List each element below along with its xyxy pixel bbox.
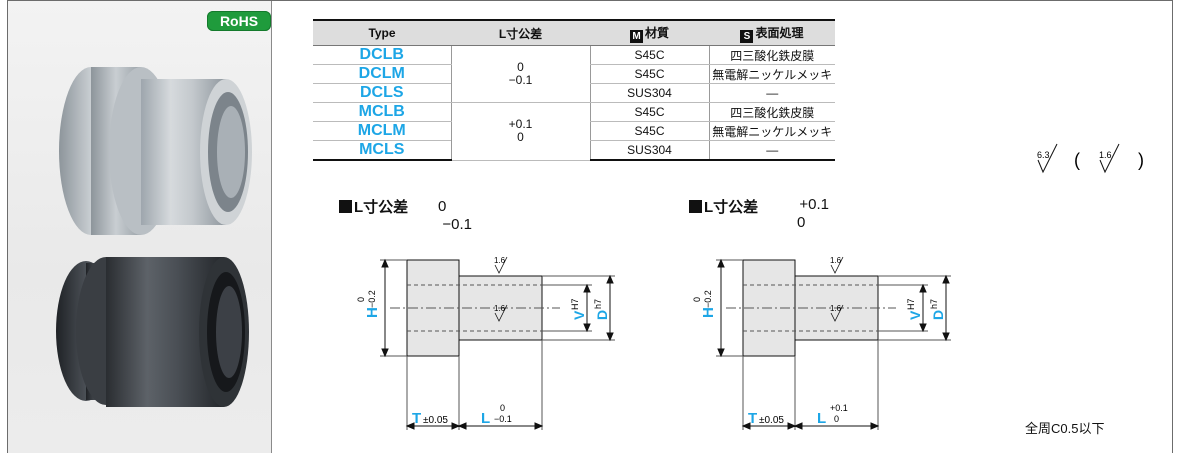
- general-roughness: 6.3: [1037, 150, 1050, 160]
- table-row: MCLS SUS304 —: [313, 140, 835, 161]
- type-cell: MCLM: [313, 121, 451, 141]
- header-tolerance: L寸公差: [451, 19, 590, 46]
- roughness-label: 1.6: [494, 256, 506, 265]
- material-icon: M: [629, 29, 643, 43]
- material-cell: S45C: [589, 121, 709, 141]
- v-fit: H7: [570, 298, 580, 310]
- h-upper: 0: [356, 297, 366, 302]
- table-row: DCLM S45C 無電解ニッケルメッキ: [313, 64, 835, 84]
- tolerance-cell: 0−0.1: [450, 45, 590, 103]
- surface-cell: 四三酸化鉄皮膜: [708, 45, 835, 65]
- product-photo: [56, 67, 252, 407]
- d-label: D: [594, 310, 610, 320]
- v-fit: H7: [906, 298, 916, 310]
- drawing-2: 1.6 1.6 H 0 −0.2 V H7 D h7 T ±0.05 L +0.…: [692, 256, 951, 430]
- product-photo-panel: RoHS: [8, 1, 272, 453]
- l-upper: +0.1: [830, 403, 848, 413]
- material-cell: S45C: [589, 64, 709, 84]
- material-cell: S45C: [589, 102, 709, 122]
- surface-cell: 四三酸化鉄皮膜: [708, 102, 835, 122]
- paren-close: ): [1138, 150, 1144, 170]
- t-label: T: [412, 410, 421, 427]
- d-fit: h7: [929, 299, 939, 309]
- surface-cell: —: [708, 140, 835, 161]
- h-label: H: [700, 307, 717, 318]
- material-cell: SUS304: [589, 140, 709, 161]
- h-lower: −0.2: [367, 290, 377, 308]
- dark-bushing: [56, 257, 249, 407]
- h-upper: 0: [692, 297, 702, 302]
- type-cell: DCLS: [313, 83, 451, 103]
- table-row: MCLM S45C 無電解ニッケルメッキ: [313, 121, 835, 141]
- square-bullet-icon: [339, 200, 352, 213]
- page-frame: [7, 0, 1173, 453]
- type-cell: MCLS: [313, 140, 451, 161]
- roughness-label: 1.6: [830, 256, 842, 265]
- rohs-badge: RoHS: [207, 11, 271, 31]
- table-row: DCLB 0−0.1 S45C 四三酸化鉄皮膜: [313, 45, 835, 103]
- section-heading-2: L寸公差: [689, 196, 758, 217]
- surface-cell: 無電解ニッケルメッキ: [708, 121, 835, 141]
- roughness-label: 1.6: [494, 304, 506, 313]
- surface-finish-symbols: 6.3 ( 1.6 ): [1037, 143, 1144, 174]
- l-upper: 0: [500, 403, 505, 413]
- roughness-symbol-icon: [1099, 143, 1120, 174]
- material-cell: SUS304: [589, 83, 709, 103]
- v-label: V: [571, 310, 587, 320]
- type-cell: DCLB: [313, 45, 451, 65]
- surface-icon: S: [740, 29, 754, 43]
- l-lower: 0: [834, 414, 839, 424]
- t-label: T: [748, 410, 757, 427]
- t-tolerance: ±0.05: [759, 415, 784, 426]
- paren-open: (: [1074, 150, 1080, 170]
- table-row: DCLS SUS304 —: [313, 83, 835, 103]
- l-label: L: [817, 410, 826, 427]
- type-cell: DCLM: [313, 64, 451, 84]
- h-label: H: [364, 307, 381, 318]
- special-roughness: 1.6: [1099, 150, 1112, 160]
- silver-bushing: [59, 67, 252, 235]
- roughness-label: 1.6: [830, 304, 842, 313]
- surface-cell: 無電解ニッケルメッキ: [708, 64, 835, 84]
- t-tolerance: ±0.05: [423, 415, 448, 426]
- roughness-symbol-icon: [1037, 143, 1058, 174]
- l-lower: −0.1: [494, 414, 512, 424]
- type-cell: MCLB: [313, 102, 451, 122]
- material-cell: S45C: [589, 45, 709, 65]
- v-label: V: [907, 310, 923, 320]
- h-lower: −0.2: [703, 290, 713, 308]
- surface-cell: —: [708, 83, 835, 103]
- chamfer-note: 全周C0.5以下: [1025, 421, 1105, 436]
- d-label: D: [930, 310, 946, 320]
- l-label: L: [481, 410, 490, 427]
- square-bullet-icon: [689, 200, 702, 213]
- header-type: Type: [313, 19, 451, 46]
- section-heading-1: L寸公差: [339, 196, 408, 217]
- section-tolerance-1: 0−0.1: [438, 198, 472, 233]
- d-fit: h7: [593, 299, 603, 309]
- drawing-1: 1.6 1.6 H 0 −0.2 V H7 D h7 T ±0.05 L 0 −…: [356, 256, 615, 430]
